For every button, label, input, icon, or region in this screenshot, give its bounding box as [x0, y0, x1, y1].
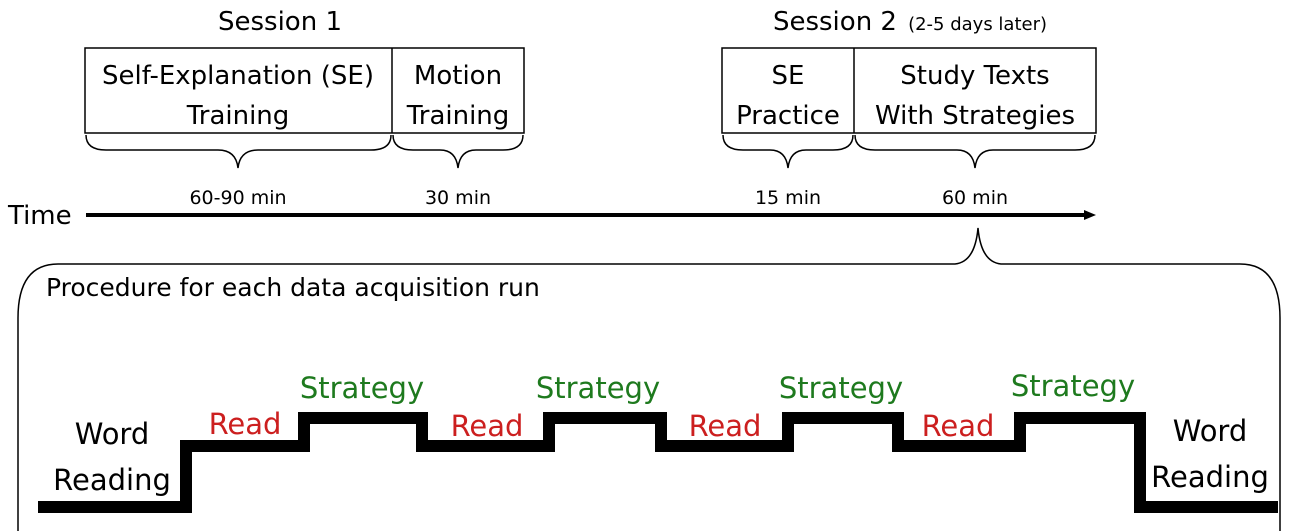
- session-2-note: (2-5 days later): [908, 14, 1047, 35]
- session-2-title: Session 2: [773, 7, 897, 37]
- session-1-title: Session 1: [218, 7, 342, 37]
- se-training-line1: Self-Explanation (SE): [102, 61, 374, 91]
- read-label-1: Read: [209, 407, 282, 441]
- read-label-3: Read: [689, 409, 762, 443]
- brace-se-practice: [722, 134, 854, 169]
- session-2-heading: Session 2 (2-5 days later): [773, 7, 1047, 37]
- procedure-step-line: [38, 412, 1278, 513]
- strategy-label-1: Strategy: [300, 371, 424, 405]
- read-label-4: Read: [922, 409, 995, 443]
- brace-study-texts: [854, 134, 1096, 169]
- se-practice-line2: Practice: [736, 101, 840, 131]
- strategy-label-4: Strategy: [1011, 369, 1135, 403]
- motion-training-line2: Training: [406, 101, 510, 131]
- strategy-label-2: Strategy: [536, 371, 660, 405]
- session-2-boxes: [721, 47, 1097, 134]
- session-1-boxes: [84, 47, 525, 134]
- duration-study-texts: 60 min: [942, 187, 1008, 209]
- brace-se-training: [85, 134, 392, 169]
- study-texts-line2: With Strategies: [875, 101, 1075, 131]
- word-reading-left-line1: Word: [75, 417, 150, 451]
- word-reading-left-line2: Reading: [53, 463, 171, 497]
- word-reading-right-line2: Reading: [1151, 460, 1269, 494]
- strategy-label-3: Strategy: [779, 371, 903, 405]
- read-label-2: Read: [451, 409, 524, 443]
- brace-motion-training: [392, 134, 524, 169]
- procedure-brace: [17, 227, 1281, 319]
- duration-se-practice: 15 min: [755, 187, 821, 209]
- motion-training-line1: Motion: [414, 61, 502, 91]
- time-label: Time: [7, 201, 72, 231]
- procedure-title: Procedure for each data acquisition run: [46, 273, 540, 302]
- word-reading-right-line1: Word: [1173, 414, 1248, 448]
- study-texts-line1: Study Texts: [900, 61, 1049, 91]
- duration-se-training: 60-90 min: [189, 187, 286, 209]
- duration-motion-training: 30 min: [425, 187, 491, 209]
- se-practice-line1: SE: [772, 61, 805, 91]
- se-training-line2: Training: [186, 101, 290, 131]
